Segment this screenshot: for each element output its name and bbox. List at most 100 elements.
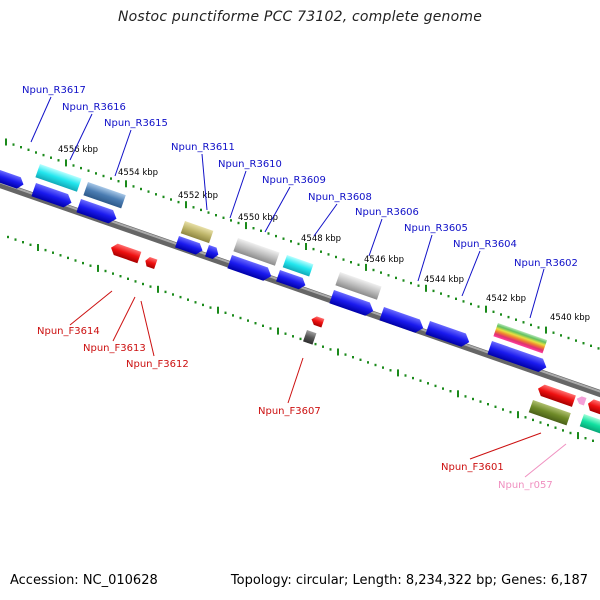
minor-tick [12,143,15,146]
minor-tick [297,242,300,246]
major-tick [337,348,339,356]
minor-tick [230,219,232,222]
gene-label[interactable]: Npun_R3602 [514,258,578,269]
minor-tick [14,238,17,241]
major-tick [305,243,307,250]
scale-label: 4542 kbp [486,294,526,304]
gene-box[interactable] [180,221,214,244]
forward-features [0,164,548,374]
minor-tick [140,187,142,191]
minor-tick [247,319,249,322]
gene-arrow[interactable] [276,270,307,291]
gene-label[interactable]: Npun_R3611 [171,142,235,153]
minor-tick [142,282,144,286]
gene-label[interactable]: Npun_R3605 [404,223,468,234]
minor-tick [522,321,525,324]
gene-label[interactable]: Npun_F3612 [126,359,189,370]
major-tick [577,432,579,440]
minor-tick [95,172,97,175]
minor-tick [290,240,292,243]
minor-tick [110,177,112,180]
gene-arrow[interactable] [0,170,25,190]
gene-label[interactable]: Npun_F3607 [258,406,321,417]
minor-tick [350,261,352,264]
major-tick [245,222,247,230]
gene-arrow[interactable] [31,183,73,209]
minor-tick [380,271,382,274]
major-tick [485,305,487,313]
gene-box[interactable] [35,164,82,192]
gene-arrow[interactable] [425,321,471,349]
gene-box[interactable] [233,238,280,266]
minor-tick [509,410,512,414]
minor-tick [20,146,22,149]
minor-tick [462,300,465,303]
minor-tick [209,306,212,309]
gene-arrow[interactable] [227,255,273,283]
minor-tick [492,310,495,313]
gene-label[interactable]: Npun_R3616 [62,102,126,113]
gene-label[interactable]: Npun_R3604 [453,239,517,250]
gene-label[interactable]: Npun_F3601 [441,462,504,473]
minor-tick [215,214,217,217]
gene-label[interactable]: Npun_R3608 [308,192,372,203]
gene-box[interactable] [528,400,571,426]
gene-box[interactable] [335,272,382,300]
minor-tick [470,302,472,306]
minor-tick [260,229,262,232]
minor-tick [344,353,347,356]
gene-arrow[interactable] [144,256,158,270]
minor-tick [419,379,422,382]
minor-tick [327,253,330,256]
gene-arrow[interactable] [175,236,204,256]
gene-label[interactable]: Npun_F3613 [83,343,146,354]
gene-label[interactable]: Npun_R3617 [22,85,86,96]
gene-box[interactable] [83,182,126,209]
minor-tick [149,285,152,288]
gene-arrow[interactable] [310,315,325,328]
scale-label: 4546 kbp [364,255,404,265]
minor-tick [507,315,510,319]
minor-tick [552,331,555,334]
gene-arrow[interactable] [586,398,600,416]
gene-label[interactable]: Npun_R3610 [218,159,282,170]
gene-arrow[interactable] [329,290,375,318]
minor-tick [239,316,242,320]
gene-label[interactable]: Npun_R3615 [104,118,168,129]
gene-box[interactable] [303,330,317,345]
gene-label[interactable]: Npun_r057 [498,480,553,491]
gene-arrow[interactable] [379,307,425,335]
gene-label[interactable]: Npun_F3614 [37,326,100,337]
minor-tick [442,387,444,390]
minor-tick [547,423,549,427]
scale-label: 4540 kbp [550,313,590,323]
gene-arrow[interactable] [205,245,220,260]
minor-tick [532,418,534,422]
gene-box[interactable] [493,323,548,354]
rna-arrow[interactable] [575,395,587,406]
scale-label: 4550 kbp [238,213,278,223]
gene-box[interactable] [282,254,314,277]
gene-arrow[interactable] [109,242,142,264]
gene-arrow[interactable] [536,383,576,407]
minor-tick [179,295,182,299]
minor-tick [515,318,517,321]
major-tick [125,180,127,188]
gene-arrow[interactable] [487,341,548,374]
minor-tick [162,195,165,199]
gene-label[interactable]: Npun_R3606 [355,207,419,218]
minor-tick [359,358,362,361]
minor-tick [464,395,467,398]
minor-tick [252,227,255,230]
minor-tick [194,301,197,304]
gene-label[interactable]: Npun_R3609 [262,175,326,186]
minor-tick [50,156,52,159]
gene-box[interactable] [579,414,600,435]
minor-tick [57,159,60,162]
gene-arrow[interactable] [76,199,118,225]
minor-tick [44,248,47,252]
minor-tick [477,305,480,308]
label-lines [30,96,567,478]
minor-tick [472,397,474,401]
